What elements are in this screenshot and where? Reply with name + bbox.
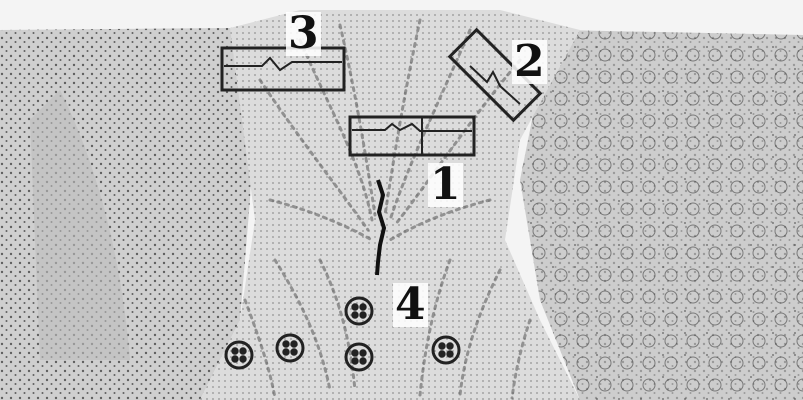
base-metal-left bbox=[0, 28, 255, 400]
label-1: 1 bbox=[428, 163, 463, 207]
label-3: 3 bbox=[286, 12, 321, 56]
label-4: 4 bbox=[393, 283, 428, 327]
base-metal-right bbox=[520, 30, 803, 400]
label-2: 2 bbox=[512, 40, 547, 84]
